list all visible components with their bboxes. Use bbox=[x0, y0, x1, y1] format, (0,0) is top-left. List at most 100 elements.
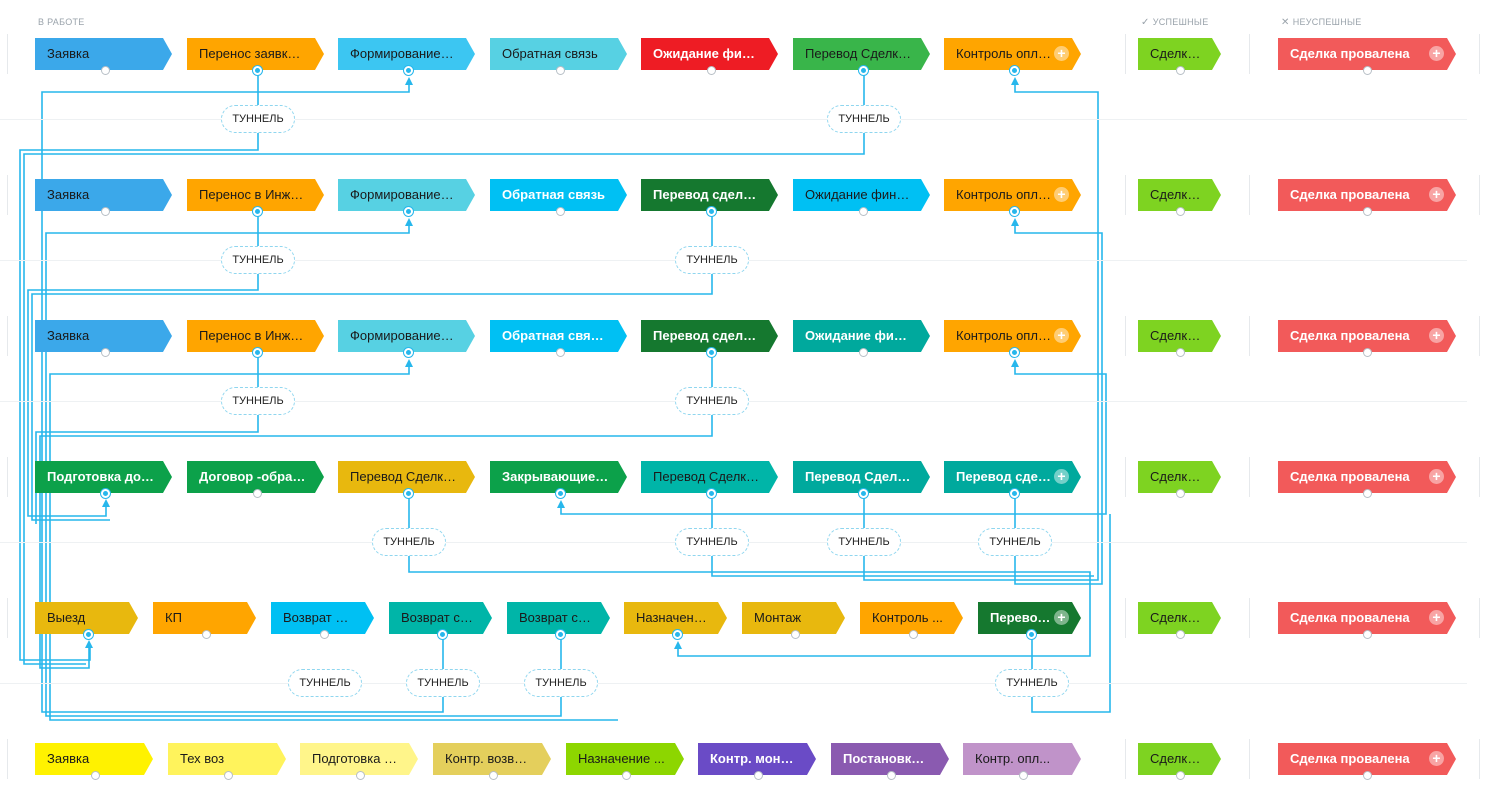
stage-4-1[interactable]: Подготовка дого... bbox=[35, 461, 172, 493]
connection-dot[interactable] bbox=[673, 630, 682, 639]
stage-success[interactable]: Сделка ... bbox=[1138, 179, 1221, 211]
tunnel-badge[interactable]: ТУННЕЛЬ bbox=[675, 528, 749, 556]
stage-success[interactable]: Сделка ... bbox=[1138, 743, 1221, 775]
stage-3-1[interactable]: Заявка bbox=[35, 320, 172, 352]
connection-dot[interactable] bbox=[887, 771, 896, 780]
stage-3-2[interactable]: Перенос в Инже... bbox=[187, 320, 324, 352]
connection-dot[interactable] bbox=[1019, 771, 1028, 780]
connection-dot[interactable] bbox=[1176, 348, 1185, 357]
stage-3-3[interactable]: Формирование и... bbox=[338, 320, 475, 352]
stage-success[interactable]: Сделка ... bbox=[1138, 320, 1221, 352]
connection-dot[interactable] bbox=[859, 489, 868, 498]
connection-dot[interactable] bbox=[489, 771, 498, 780]
add-stage-icon[interactable]: + bbox=[1429, 610, 1444, 625]
connection-dot[interactable] bbox=[1363, 630, 1372, 639]
tunnel-badge[interactable]: ТУННЕЛЬ bbox=[675, 387, 749, 415]
connection-dot[interactable] bbox=[438, 630, 447, 639]
connection-dot[interactable] bbox=[1363, 207, 1372, 216]
stage-3-7[interactable]: Контроль опла... bbox=[944, 320, 1081, 352]
stage-5-9[interactable]: Перевод... bbox=[978, 602, 1081, 634]
connection-dot[interactable] bbox=[404, 207, 413, 216]
connection-dot[interactable] bbox=[1363, 66, 1372, 75]
connection-dot[interactable] bbox=[622, 771, 631, 780]
stage-2-1[interactable]: Заявка bbox=[35, 179, 172, 211]
stage-2-7[interactable]: Контроль опла... bbox=[944, 179, 1081, 211]
connection-dot[interactable] bbox=[1363, 771, 1372, 780]
tunnel-badge[interactable]: ТУННЕЛЬ bbox=[978, 528, 1052, 556]
add-stage-icon[interactable]: + bbox=[1054, 187, 1069, 202]
connection-dot[interactable] bbox=[1363, 489, 1372, 498]
add-stage-icon[interactable]: + bbox=[1429, 469, 1444, 484]
connection-dot[interactable] bbox=[1027, 630, 1036, 639]
tunnel-badge[interactable]: ТУННЕЛЬ bbox=[221, 105, 295, 133]
stage-5-8[interactable]: Контроль ... bbox=[860, 602, 963, 634]
connection-dot[interactable] bbox=[356, 771, 365, 780]
connection-dot[interactable] bbox=[253, 489, 262, 498]
stage-failure[interactable]: Сделка провалена bbox=[1278, 461, 1456, 493]
stage-success[interactable]: Сделка ... bbox=[1138, 38, 1221, 70]
stage-1-2[interactable]: Перенос заявки ... bbox=[187, 38, 324, 70]
stage-failure[interactable]: Сделка провалена bbox=[1278, 320, 1456, 352]
connection-dot[interactable] bbox=[404, 489, 413, 498]
connection-dot[interactable] bbox=[556, 348, 565, 357]
stage-failure[interactable]: Сделка провалена bbox=[1278, 743, 1456, 775]
connection-dot[interactable] bbox=[1176, 489, 1185, 498]
stage-4-6[interactable]: Перевод Сделки ... bbox=[793, 461, 930, 493]
connection-dot[interactable] bbox=[253, 66, 262, 75]
connection-dot[interactable] bbox=[253, 348, 262, 357]
stage-3-4[interactable]: Обратная связь п... bbox=[490, 320, 627, 352]
add-stage-icon[interactable]: + bbox=[1054, 469, 1069, 484]
connection-dot[interactable] bbox=[1176, 66, 1185, 75]
stage-5-4[interactable]: Возврат сд... bbox=[389, 602, 492, 634]
stage-1-4[interactable]: Обратная связь bbox=[490, 38, 627, 70]
connection-dot[interactable] bbox=[1363, 348, 1372, 357]
stage-1-5[interactable]: Ожидание фина... bbox=[641, 38, 778, 70]
connection-dot[interactable] bbox=[404, 348, 413, 357]
stage-3-5[interactable]: Перевод сделки ... bbox=[641, 320, 778, 352]
stage-6-3[interactable]: Подготовка д... bbox=[300, 743, 418, 775]
connection-dot[interactable] bbox=[1010, 348, 1019, 357]
stage-4-4[interactable]: Закрывающие д... bbox=[490, 461, 627, 493]
tunnel-badge[interactable]: ТУННЕЛЬ bbox=[827, 105, 901, 133]
stage-2-2[interactable]: Перенос в Инже... bbox=[187, 179, 324, 211]
stage-1-3[interactable]: Формирование и... bbox=[338, 38, 475, 70]
tunnel-badge[interactable]: ТУННЕЛЬ bbox=[827, 528, 901, 556]
stage-2-5[interactable]: Перевод сделки ... bbox=[641, 179, 778, 211]
connection-dot[interactable] bbox=[101, 66, 110, 75]
connection-dot[interactable] bbox=[1176, 207, 1185, 216]
stage-4-5[interactable]: Перевод Сделки ... bbox=[641, 461, 778, 493]
tunnel-badge[interactable]: ТУННЕЛЬ bbox=[221, 246, 295, 274]
stage-failure[interactable]: Сделка провалена bbox=[1278, 179, 1456, 211]
stage-success[interactable]: Сделка ... bbox=[1138, 602, 1221, 634]
connection-dot[interactable] bbox=[909, 630, 918, 639]
connection-dot[interactable] bbox=[556, 66, 565, 75]
stage-6-1[interactable]: Заявка bbox=[35, 743, 153, 775]
stage-4-7[interactable]: Перевод сделк... bbox=[944, 461, 1081, 493]
connection-dot[interactable] bbox=[754, 771, 763, 780]
connection-dot[interactable] bbox=[320, 630, 329, 639]
stage-1-6[interactable]: Перевод Сделки ... bbox=[793, 38, 930, 70]
connection-dot[interactable] bbox=[791, 630, 800, 639]
stage-5-1[interactable]: Выезд bbox=[35, 602, 138, 634]
connection-dot[interactable] bbox=[84, 630, 93, 639]
add-stage-icon[interactable]: + bbox=[1429, 187, 1444, 202]
stage-6-8[interactable]: Контр. опл... bbox=[963, 743, 1081, 775]
add-stage-icon[interactable]: + bbox=[1429, 328, 1444, 343]
stage-failure[interactable]: Сделка провалена bbox=[1278, 38, 1456, 70]
add-stage-icon[interactable]: + bbox=[1054, 46, 1069, 61]
connection-dot[interactable] bbox=[707, 348, 716, 357]
stage-1-1[interactable]: Заявка bbox=[35, 38, 172, 70]
add-stage-icon[interactable]: + bbox=[1429, 46, 1444, 61]
connection-dot[interactable] bbox=[556, 489, 565, 498]
connection-dot[interactable] bbox=[91, 771, 100, 780]
stage-6-6[interactable]: Контр. монта... bbox=[698, 743, 816, 775]
stage-5-2[interactable]: КП bbox=[153, 602, 256, 634]
stage-4-2[interactable]: Договор -обратн... bbox=[187, 461, 324, 493]
connection-dot[interactable] bbox=[404, 66, 413, 75]
tunnel-badge[interactable]: ТУННЕЛЬ bbox=[995, 669, 1069, 697]
connection-dot[interactable] bbox=[707, 207, 716, 216]
stage-1-7[interactable]: Контроль опла... bbox=[944, 38, 1081, 70]
tunnel-badge[interactable]: ТУННЕЛЬ bbox=[372, 528, 446, 556]
connection-dot[interactable] bbox=[707, 489, 716, 498]
connection-dot[interactable] bbox=[1010, 489, 1019, 498]
